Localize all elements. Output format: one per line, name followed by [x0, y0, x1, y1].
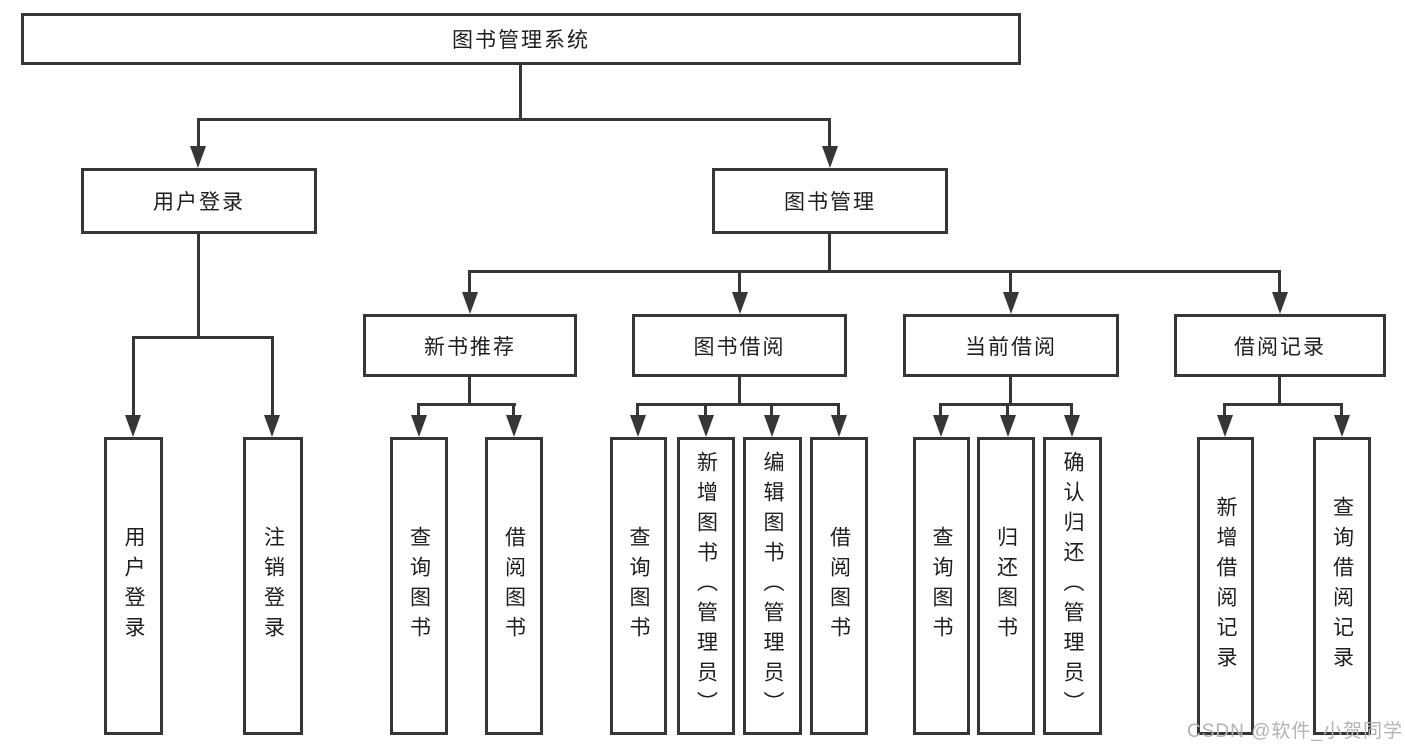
leaf-logout: 注销登录: [243, 437, 303, 735]
node-user-login: 用户登录: [81, 168, 317, 234]
arrow-down-icon: [1064, 415, 1080, 437]
arrow-down-icon: [190, 146, 206, 168]
connector-vline: [636, 403, 639, 417]
arrow-down-icon: [1003, 292, 1019, 314]
arrow-down-icon: [933, 415, 949, 437]
connector-vline: [738, 376, 741, 403]
leaf-query-books-recommend: 查询图书: [390, 437, 448, 735]
connector-vline: [1278, 376, 1281, 403]
leaf-query-books-borrowing: 查询图书: [610, 437, 667, 735]
leaf-borrow-books: 借阅图书: [810, 437, 868, 735]
arrow-down-icon: [264, 415, 280, 437]
arrow-down-icon: [506, 415, 522, 437]
arrow-down-icon: [764, 415, 780, 437]
connector-vline: [738, 270, 741, 296]
connector-vline: [1070, 403, 1073, 417]
node-new-book-recommendation: 新书推荐: [363, 314, 577, 377]
arrow-down-icon: [462, 292, 478, 314]
csdn-watermark: CSDN @软件_小贺同学: [1187, 721, 1403, 742]
node-book-borrowing: 图书借阅: [632, 314, 847, 377]
connector-hline: [132, 336, 274, 339]
arrow-down-icon: [698, 415, 714, 437]
leaf-confirm-return-admin: 确认归还（管理员）: [1043, 437, 1102, 735]
connector-vline: [1223, 403, 1226, 417]
arrow-down-icon: [1000, 415, 1016, 437]
leaf-borrow-books-recommend: 借阅图书: [485, 437, 543, 735]
leaf-query-borrow-record: 查询借阅记录: [1313, 437, 1371, 735]
node-library-system: 图书管理系统: [21, 13, 1021, 65]
arrow-down-icon: [732, 292, 748, 314]
arrow-down-icon: [125, 415, 141, 437]
node-borrowing-records: 借阅记录: [1174, 314, 1386, 377]
leaf-user-login: 用户登录: [104, 437, 163, 735]
arrow-down-icon: [630, 415, 646, 437]
arrow-down-icon: [1217, 415, 1233, 437]
leaf-query-books-current: 查询图书: [913, 437, 970, 735]
connector-vline: [132, 336, 135, 418]
arrow-down-icon: [411, 415, 427, 437]
connector-vline: [197, 118, 200, 148]
arrow-down-icon: [1272, 292, 1288, 314]
node-book-management: 图书管理: [712, 168, 948, 234]
connector-vline: [271, 336, 274, 418]
connector-vline: [1278, 270, 1281, 296]
connector-vline: [417, 403, 420, 417]
leaf-edit-books-admin: 编辑图书（管理员）: [743, 437, 802, 735]
arrow-down-icon: [822, 146, 838, 168]
arrow-down-icon: [1334, 415, 1350, 437]
connector-hline: [1223, 403, 1343, 406]
connector-vline: [1340, 403, 1343, 417]
connector-hline: [417, 403, 516, 406]
connector-vline: [1006, 403, 1009, 417]
connector-vline: [468, 270, 471, 296]
connector-vline: [512, 403, 515, 417]
connector-vline: [1009, 270, 1012, 296]
connector-vline: [519, 63, 522, 118]
connector-vline: [197, 233, 200, 336]
connector-hline: [197, 118, 831, 121]
arrow-down-icon: [831, 415, 847, 437]
connector-hline: [636, 403, 840, 406]
leaf-add-books-admin: 新增图书（管理员）: [677, 437, 735, 735]
connector-vline: [837, 403, 840, 417]
connector-vline: [939, 403, 942, 417]
leaf-return-books: 归还图书: [977, 437, 1035, 735]
connector-vline: [704, 403, 707, 417]
node-current-borrowing: 当前借阅: [903, 314, 1119, 377]
connector-hline: [468, 270, 1281, 273]
connector-vline: [828, 118, 831, 148]
connector-vline: [770, 403, 773, 417]
connector-vline: [828, 233, 831, 270]
connector-vline: [468, 376, 471, 403]
connector-vline: [1009, 376, 1012, 403]
leaf-add-borrow-record: 新增借阅记录: [1197, 437, 1254, 735]
